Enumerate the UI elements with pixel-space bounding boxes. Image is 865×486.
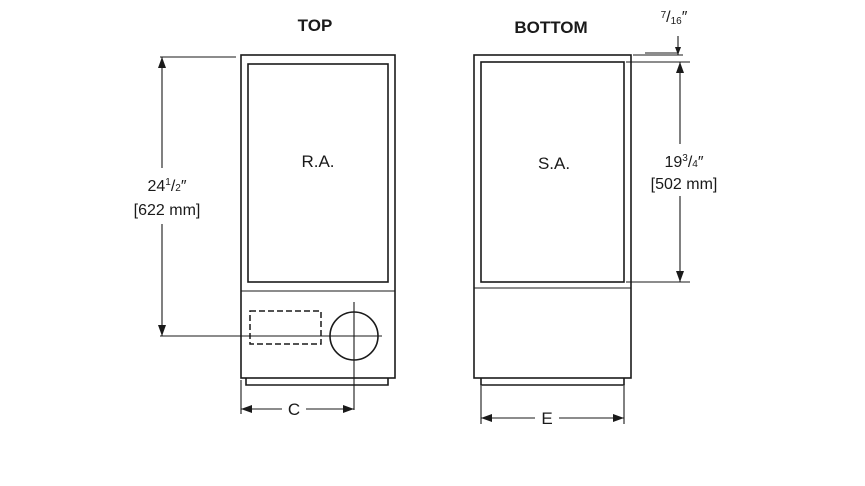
bottom-height-metric: [502 mm] [651,176,718,193]
top-height-slash: / [171,178,176,195]
e-dimension-label: E [541,409,552,428]
top-dim-label-bg [120,168,220,224]
c-arrow-right [343,405,354,413]
bottom-height-den: 4 [692,159,698,170]
bottom-height-num: 3 [682,153,688,164]
offset-den: 16 [671,16,683,27]
bottom-view-title: BOTTOM [514,18,587,37]
bottom-dim-label-bg [636,144,732,196]
e-label-bg [535,407,559,429]
offset-slash: / [666,9,671,26]
offset-num: 7 [661,10,667,21]
top-height-num: 1 [165,177,171,188]
top-height-arrow-down [158,325,166,336]
top-height-den: 2 [175,183,181,194]
top-height-dimension: 241/2″ [147,177,186,195]
top-height-whole: 24 [147,178,165,195]
supply-air-opening [480,61,625,283]
offset-unit-mark: ″ [682,9,688,26]
top-base-lip [245,378,389,386]
supply-air-label: S.A. [538,154,570,173]
top-height-unit-mark: ″ [181,178,187,195]
bottom-height-dimension: 193/4″ [664,153,703,171]
bottom-cabinet-outline [473,54,632,379]
c-label-bg [282,398,306,420]
top-cabinet-outline [240,54,396,379]
bottom-base-lip [480,378,625,386]
top-height-metric: [622 mm] [134,202,201,219]
bottom-height-arrow-down [676,271,684,282]
bottom-height-arrow-up [676,62,684,73]
top-height-arrow-up [158,57,166,68]
c-arrow-left [241,405,252,413]
e-arrow-right [613,414,624,422]
return-air-label: R.A. [301,152,334,171]
electrical-knockout-dashed [249,310,322,345]
offset-arrow [675,47,681,55]
top-view-title: TOP [298,16,333,35]
bottom-height-whole: 19 [664,154,682,171]
c-dimension-label: C [288,400,300,419]
bottom-height-unit-mark: ″ [698,154,704,171]
offset-dimension: 7/16″ [661,9,688,27]
e-arrow-left [481,414,492,422]
bottom-view: BOTTOM S.A. 7/16″ 193/4″ [502 mm] [473,9,732,429]
top-view: TOP R.A. 241/2″ [622 mm] C [120,16,396,420]
bottom-height-slash: / [688,154,693,171]
return-air-opening [247,63,389,283]
